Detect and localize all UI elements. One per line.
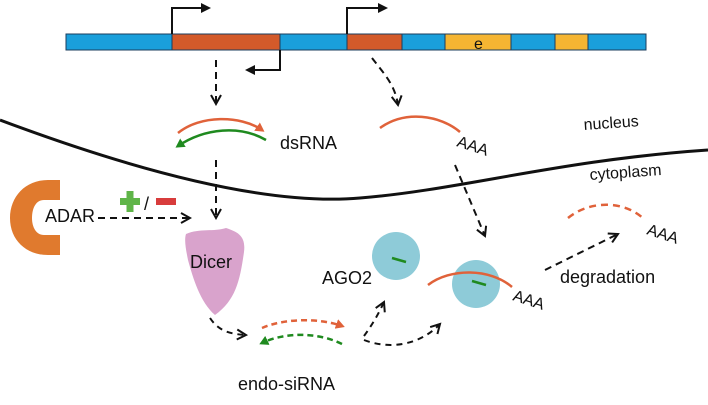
dna-overlap-region	[171, 33, 281, 51]
sirna-sense-strand	[261, 319, 345, 330]
target-mrna	[427, 271, 513, 288]
polya-label-3: AAA	[645, 222, 681, 248]
transcription-arrow-right	[371, 57, 398, 105]
plus-minus-separator: /	[144, 194, 149, 214]
dicer-to-sirna-arrow	[209, 317, 246, 335]
antisense-promoter-arrow-icon	[245, 50, 281, 75]
promoter-arrow-icon-2	[346, 3, 388, 34]
endo-sirna-duplex	[259, 319, 345, 346]
adar-label: ADAR	[45, 206, 95, 226]
nuclear-envelope	[0, 118, 708, 201]
dsrna-duplex	[175, 117, 267, 148]
dna-gene-region	[346, 33, 403, 51]
exon-label: e	[474, 36, 483, 53]
dsrna-label: dsRNA	[280, 133, 337, 153]
dsrna-sense-strand	[177, 117, 265, 134]
mrna-nucleus	[379, 115, 461, 133]
exon-block-2	[554, 33, 589, 51]
dicer-label: Dicer	[190, 252, 232, 272]
adar-protein-icon	[10, 180, 60, 255]
plus-icon	[120, 191, 140, 212]
cytoplasm-label: cytoplasm	[589, 162, 662, 184]
ago2-bound-icon	[452, 260, 500, 308]
dsrna-antisense-strand	[175, 129, 267, 148]
endo-sirna-label: endo-siRNA	[238, 374, 335, 394]
degradation-label: degradation	[560, 267, 655, 287]
polya-label-2: AAA	[511, 288, 547, 314]
degradation-arrow	[544, 234, 618, 271]
exon-block	[444, 33, 512, 51]
polya-label-1: AAA	[455, 134, 491, 160]
degraded-mrna	[567, 203, 646, 221]
ago2-guide-strand	[391, 256, 407, 264]
promoter-arrow-icon	[171, 3, 211, 34]
dicer-enzyme-icon	[185, 228, 245, 315]
dna-strip: e	[65, 33, 647, 53]
ago2-bound-guide-strand	[471, 279, 487, 287]
sirna-to-ago2-arrow	[363, 302, 384, 337]
risc-to-target-arrow	[363, 324, 440, 346]
minus-icon	[156, 198, 176, 205]
sirna-antisense-strand	[259, 333, 343, 346]
ago2-label: AGO2	[322, 268, 372, 288]
mrna-export-arrow	[454, 164, 485, 236]
nucleus-label: nucleus	[583, 113, 639, 134]
ago2-protein-icon	[372, 232, 420, 280]
